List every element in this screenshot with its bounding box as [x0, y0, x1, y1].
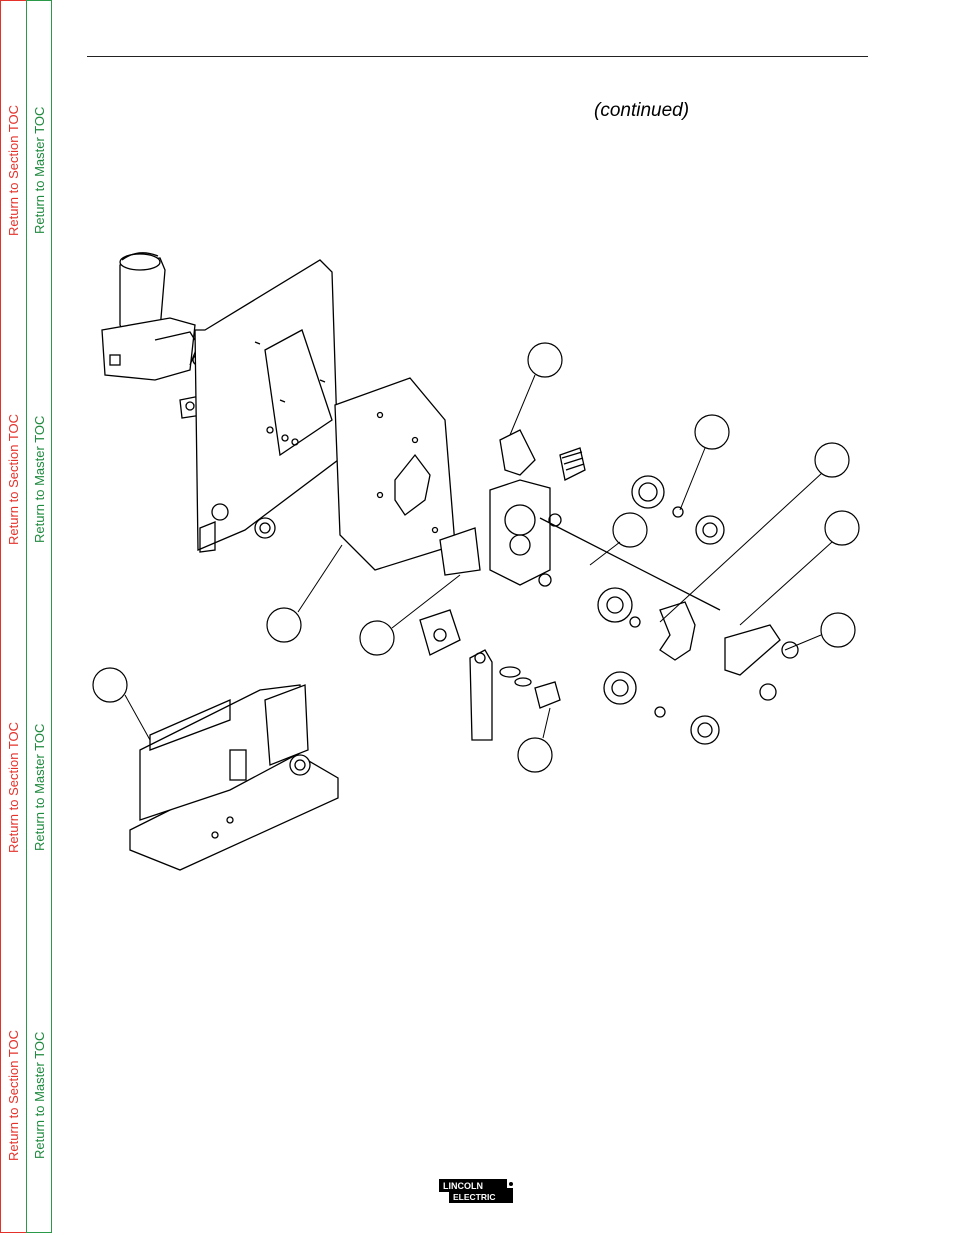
toc-sidebar-master-column — [26, 0, 52, 1233]
drive-roll-upper-drawing — [631, 475, 725, 545]
return-to-master-toc-link-2[interactable]: Return to Master TOC — [32, 415, 47, 543]
wire-drive-chassis-drawing — [129, 684, 339, 871]
drive-body-drawing — [439, 479, 562, 587]
return-to-master-toc-link-1[interactable]: Return to Master TOC — [32, 106, 47, 234]
gear-motor-drawing — [101, 252, 210, 419]
lincoln-electric-logo: LINCOLN ELECTRIC — [439, 1179, 513, 1203]
header-rule — [87, 56, 868, 57]
svg-text:LINCOLN: LINCOLN — [443, 1181, 483, 1191]
return-to-master-toc-link-3[interactable]: Return to Master TOC — [32, 723, 47, 851]
leader-lines — [124, 374, 833, 741]
pressure-arm-drawing — [499, 429, 586, 481]
return-to-section-toc-link-4[interactable]: Return to Section TOC — [6, 1029, 21, 1161]
drive-roll-lower-drawing — [603, 671, 720, 745]
return-to-section-toc-link-2[interactable]: Return to Section TOC — [6, 413, 21, 545]
exploded-parts-diagram — [92, 252, 860, 871]
return-to-section-toc-link-1[interactable]: Return to Section TOC — [6, 104, 21, 236]
callout-circles — [92, 342, 860, 773]
idle-arm-drawing — [659, 601, 799, 701]
continued-label: (continued) — [594, 100, 690, 121]
return-to-section-toc-link-3[interactable]: Return to Section TOC — [6, 721, 21, 853]
drive-gear-middle-drawing — [597, 587, 641, 628]
mounting-plate-drawing — [194, 259, 339, 553]
return-to-master-toc-link-4[interactable]: Return to Master TOC — [32, 1031, 47, 1159]
lead-tube-drawing — [469, 649, 561, 741]
svg-text:ELECTRIC: ELECTRIC — [453, 1192, 496, 1202]
connector-block-drawing — [419, 609, 461, 656]
insulator-plate-drawing — [334, 377, 456, 571]
